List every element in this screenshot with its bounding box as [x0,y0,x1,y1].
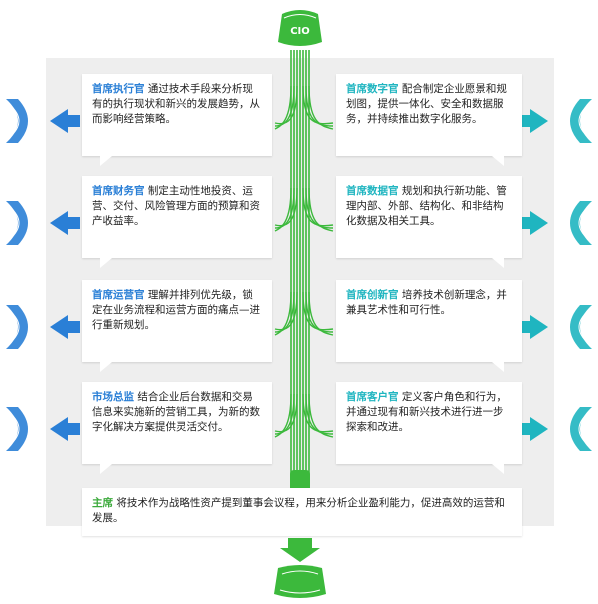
down-arrow [280,538,320,562]
branch-right [308,291,334,336]
right-arrow [518,417,548,441]
role-card-cmo: 市场总监 结合企业后台数据和交易信息来实施新的营销工具，为新的数字化解决方案提供… [82,382,272,474]
role-text: 定义客户角色和行为，并通过现有和新兴技术进行进一步探索和改进。 [346,391,507,433]
branch-left [274,187,295,229]
branch-right [302,85,334,125]
branch-right [302,187,334,227]
role-title: 首席财务官 [92,185,145,197]
role-title: 首席数字官 [346,83,399,95]
role-title: 首席创新官 [346,289,399,301]
right-fan [570,305,592,349]
left-arrow [50,417,80,441]
role-title: 首席数据官 [346,185,399,197]
branch-right [308,85,334,130]
cio-badge-line [283,14,317,19]
role-text: 将技术作为战略性资产提到董事会议程，用来分析企业盈利能力，促进高效的运营和发展。 [92,497,505,524]
speech-tail [492,464,504,474]
speech-tail [492,156,504,166]
branch-left [274,291,295,333]
role-text: 结合企业后台数据和交易信息来实施新的营销工具，为新的数字化解决方案提供灵活交付。 [92,391,260,433]
role-card-ceo: 首席执行官 通过技术手段来分析现有的执行现状和新兴的发展趋势，从而影响经营策略。 [82,74,272,166]
branch-left [274,85,298,125]
right-fan-line [578,310,589,344]
branch-left [274,393,295,435]
speech-tail [100,156,112,166]
branch-right [308,393,334,438]
role-card-cdo-data: 首席数据官 规划和执行新功能、管理内部、外部、结构化、和非结构化数据及相关工具。 [336,176,522,268]
speech-tail [492,362,504,372]
role-text: 规划和执行新功能、管理内部、外部、结构化、和非结构化数据及相关工具。 [346,185,507,227]
left-fan-line [9,412,20,446]
role-text: 理解并排列优先级，锁定在业务流程和运营方面的痛点—进行重新规划。 [92,289,260,331]
speech-tail [100,464,112,474]
left-arrow [50,109,80,133]
bottom-emblem [274,565,326,598]
role-title: 首席运营官 [92,289,145,301]
right-fan-line [578,104,589,138]
right-arrow [518,315,548,339]
role-title: 首席执行官 [92,83,145,95]
branch-left [274,85,295,127]
speech-tail [100,362,112,372]
role-text: 通过技术手段来分析现有的执行现状和新兴的发展趋势，从而影响经营策略。 [92,83,260,125]
branch-right [302,291,334,331]
right-arrow [518,211,548,235]
right-fan [570,99,592,143]
role-card-chairman: 主席 将技术作为战略性资产提到董事会议程，用来分析企业盈利能力，促进高效的运营和… [82,488,522,536]
left-fan [6,305,28,349]
branch-right [302,393,334,433]
right-arrow [518,109,548,133]
left-fan [6,99,28,143]
branch-left [274,393,292,438]
branch-right [305,187,334,229]
role-text: 配合制定企业愿景和规划图，提供一体化、安全和数据服务，并持续推出数字化服务。 [346,83,507,125]
branch-left [274,393,298,433]
role-card-cco: 首席客户官 定义客户角色和行为，并通过现有和新兴技术进行进一步探索和改进。 [336,382,522,474]
left-fan [6,407,28,451]
right-fan-line [578,412,589,446]
right-fan [570,407,592,451]
branch-right [305,393,334,435]
speech-tail [100,258,112,268]
left-fan-line [9,104,20,138]
branch-left [274,291,292,336]
right-fan [570,201,592,245]
cio-badge [278,10,322,46]
branch-left [274,187,298,227]
branch-right [305,291,334,333]
bottom-emblem-line [281,570,319,575]
role-title: 主席 [92,497,113,509]
left-arrow [50,211,80,235]
left-fan-line [9,206,20,240]
branch-right [305,85,334,127]
cio-label: CIO [290,26,310,37]
left-fan-line [9,310,20,344]
branch-left [274,85,292,130]
role-title: 首席客户官 [346,391,399,403]
role-card-cfo: 首席财务官 制定主动性地投资、运营、交付、风险管理方面的预算和资产收益率。 [82,176,272,268]
speech-tail [492,258,504,268]
role-title: 市场总监 [92,391,134,403]
left-fan [6,201,28,245]
role-card-coo: 首席运营官 理解并排列优先级，锁定在业务流程和运营方面的痛点—进行重新规划。 [82,280,272,372]
bottom-emblem-line [279,589,321,594]
role-card-cdo-digital: 首席数字官 配合制定企业愿景和规划图，提供一体化、安全和数据服务，并持续推出数字… [336,74,522,166]
right-fan-line [578,206,589,240]
role-card-cino: 首席创新官 培养技术创新理念，并兼具艺术性和可行性。 [336,280,522,372]
role-text: 培养技术创新理念，并兼具艺术性和可行性。 [346,289,507,316]
role-text: 制定主动性地投资、运营、交付、风险管理方面的预算和资产收益率。 [92,185,260,227]
left-arrow [50,315,80,339]
branch-right [308,187,334,232]
branch-left [274,291,298,331]
branch-left [274,187,292,232]
